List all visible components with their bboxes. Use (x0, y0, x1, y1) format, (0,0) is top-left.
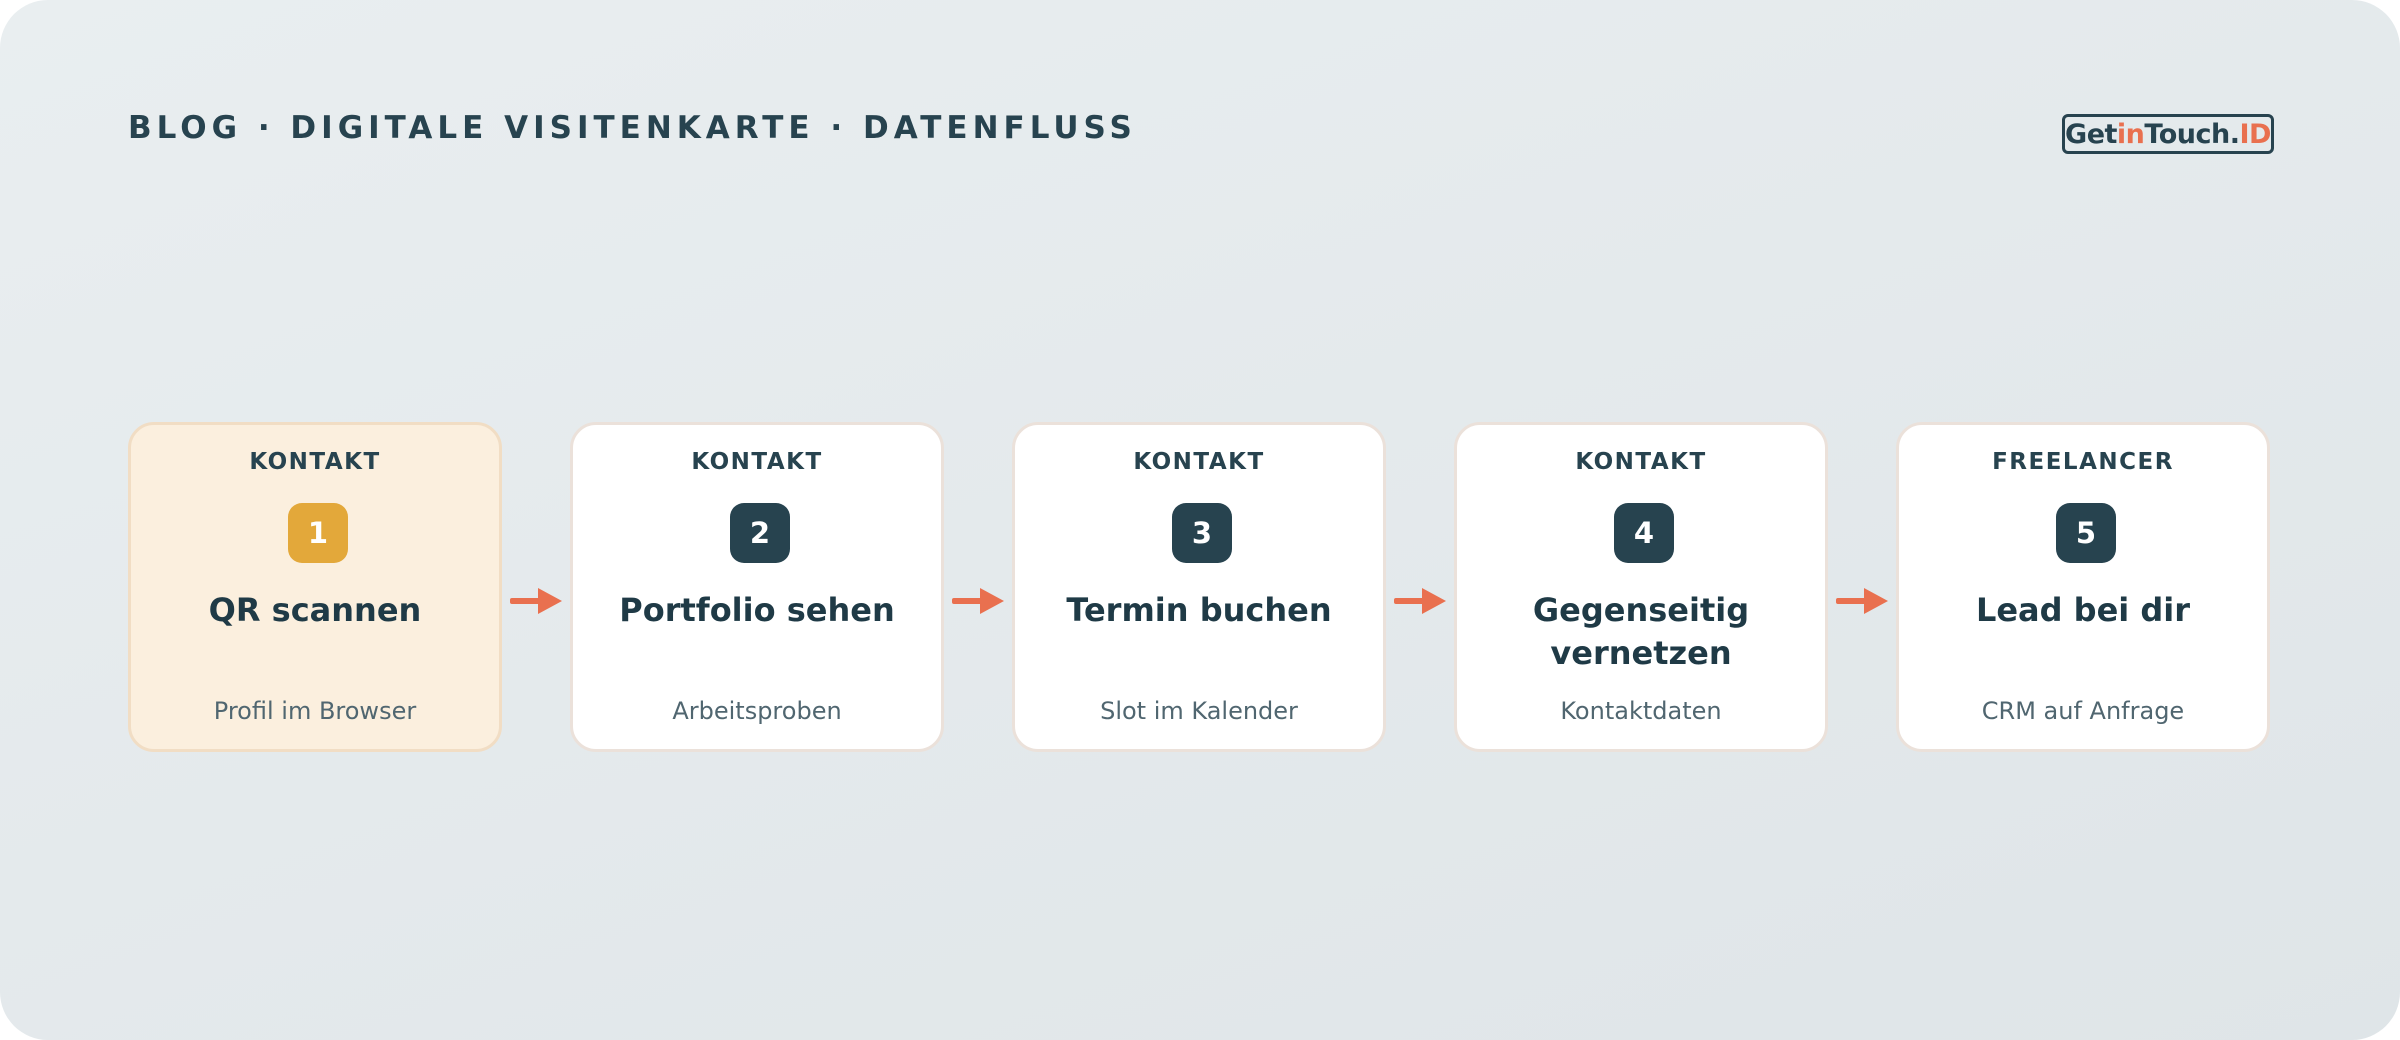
step-card-5: FREELANCER 5 Lead bei dir CRM auf Anfrag… (1896, 422, 2270, 752)
step-title: QR scannen (208, 591, 422, 629)
step-subtitle: CRM auf Anfrage (1981, 697, 2185, 725)
step-category: KONTAKT (1133, 449, 1265, 475)
step-title: Gegenseitig vernetzen (1532, 591, 1750, 672)
logo-text-touch: Touch. (2144, 118, 2240, 150)
step-number-badge: 1 (288, 503, 348, 563)
step-subtitle: Arbeitsproben (672, 697, 842, 725)
step-number-badge: 3 (1172, 503, 1232, 563)
step-title: Portfolio sehen (619, 591, 895, 629)
step-card-3: KONTAKT 3 Termin buchen Slot im Kalender (1012, 422, 1386, 752)
step-category: KONTAKT (691, 449, 823, 475)
step-number-badge: 2 (730, 503, 790, 563)
arrow-right-icon (510, 588, 562, 614)
arrow-right-icon (1836, 588, 1888, 614)
logo-text-id: ID (2239, 118, 2272, 150)
step-number-badge: 5 (2056, 503, 2116, 563)
step-category: KONTAKT (249, 449, 381, 475)
step-number-badge: 4 (1614, 503, 1674, 563)
step-subtitle: Kontaktdaten (1560, 697, 1722, 725)
step-card-2: KONTAKT 2 Portfolio sehen Arbeitsproben (570, 422, 944, 752)
step-category: KONTAKT (1575, 449, 1707, 475)
step-card-1: KONTAKT 1 QR scannen Profil im Browser (128, 422, 502, 752)
step-subtitle: Slot im Kalender (1100, 697, 1298, 725)
step-subtitle: Profil im Browser (213, 697, 417, 725)
arrow-right-icon (952, 588, 1004, 614)
logo-text-get: Get (2065, 118, 2117, 150)
step-title: Termin buchen (1066, 591, 1332, 629)
logo-text-in: in (2116, 118, 2145, 150)
step-category: FREELANCER (1992, 449, 2174, 475)
page-title: BLOG · DIGITALE VISITENKARTE · DATENFLUS… (128, 110, 1137, 146)
step-card-4: KONTAKT 4 Gegenseitig vernetzen Kontaktd… (1454, 422, 1828, 752)
arrow-right-icon (1394, 588, 1446, 614)
step-title: Lead bei dir (1975, 591, 2191, 629)
